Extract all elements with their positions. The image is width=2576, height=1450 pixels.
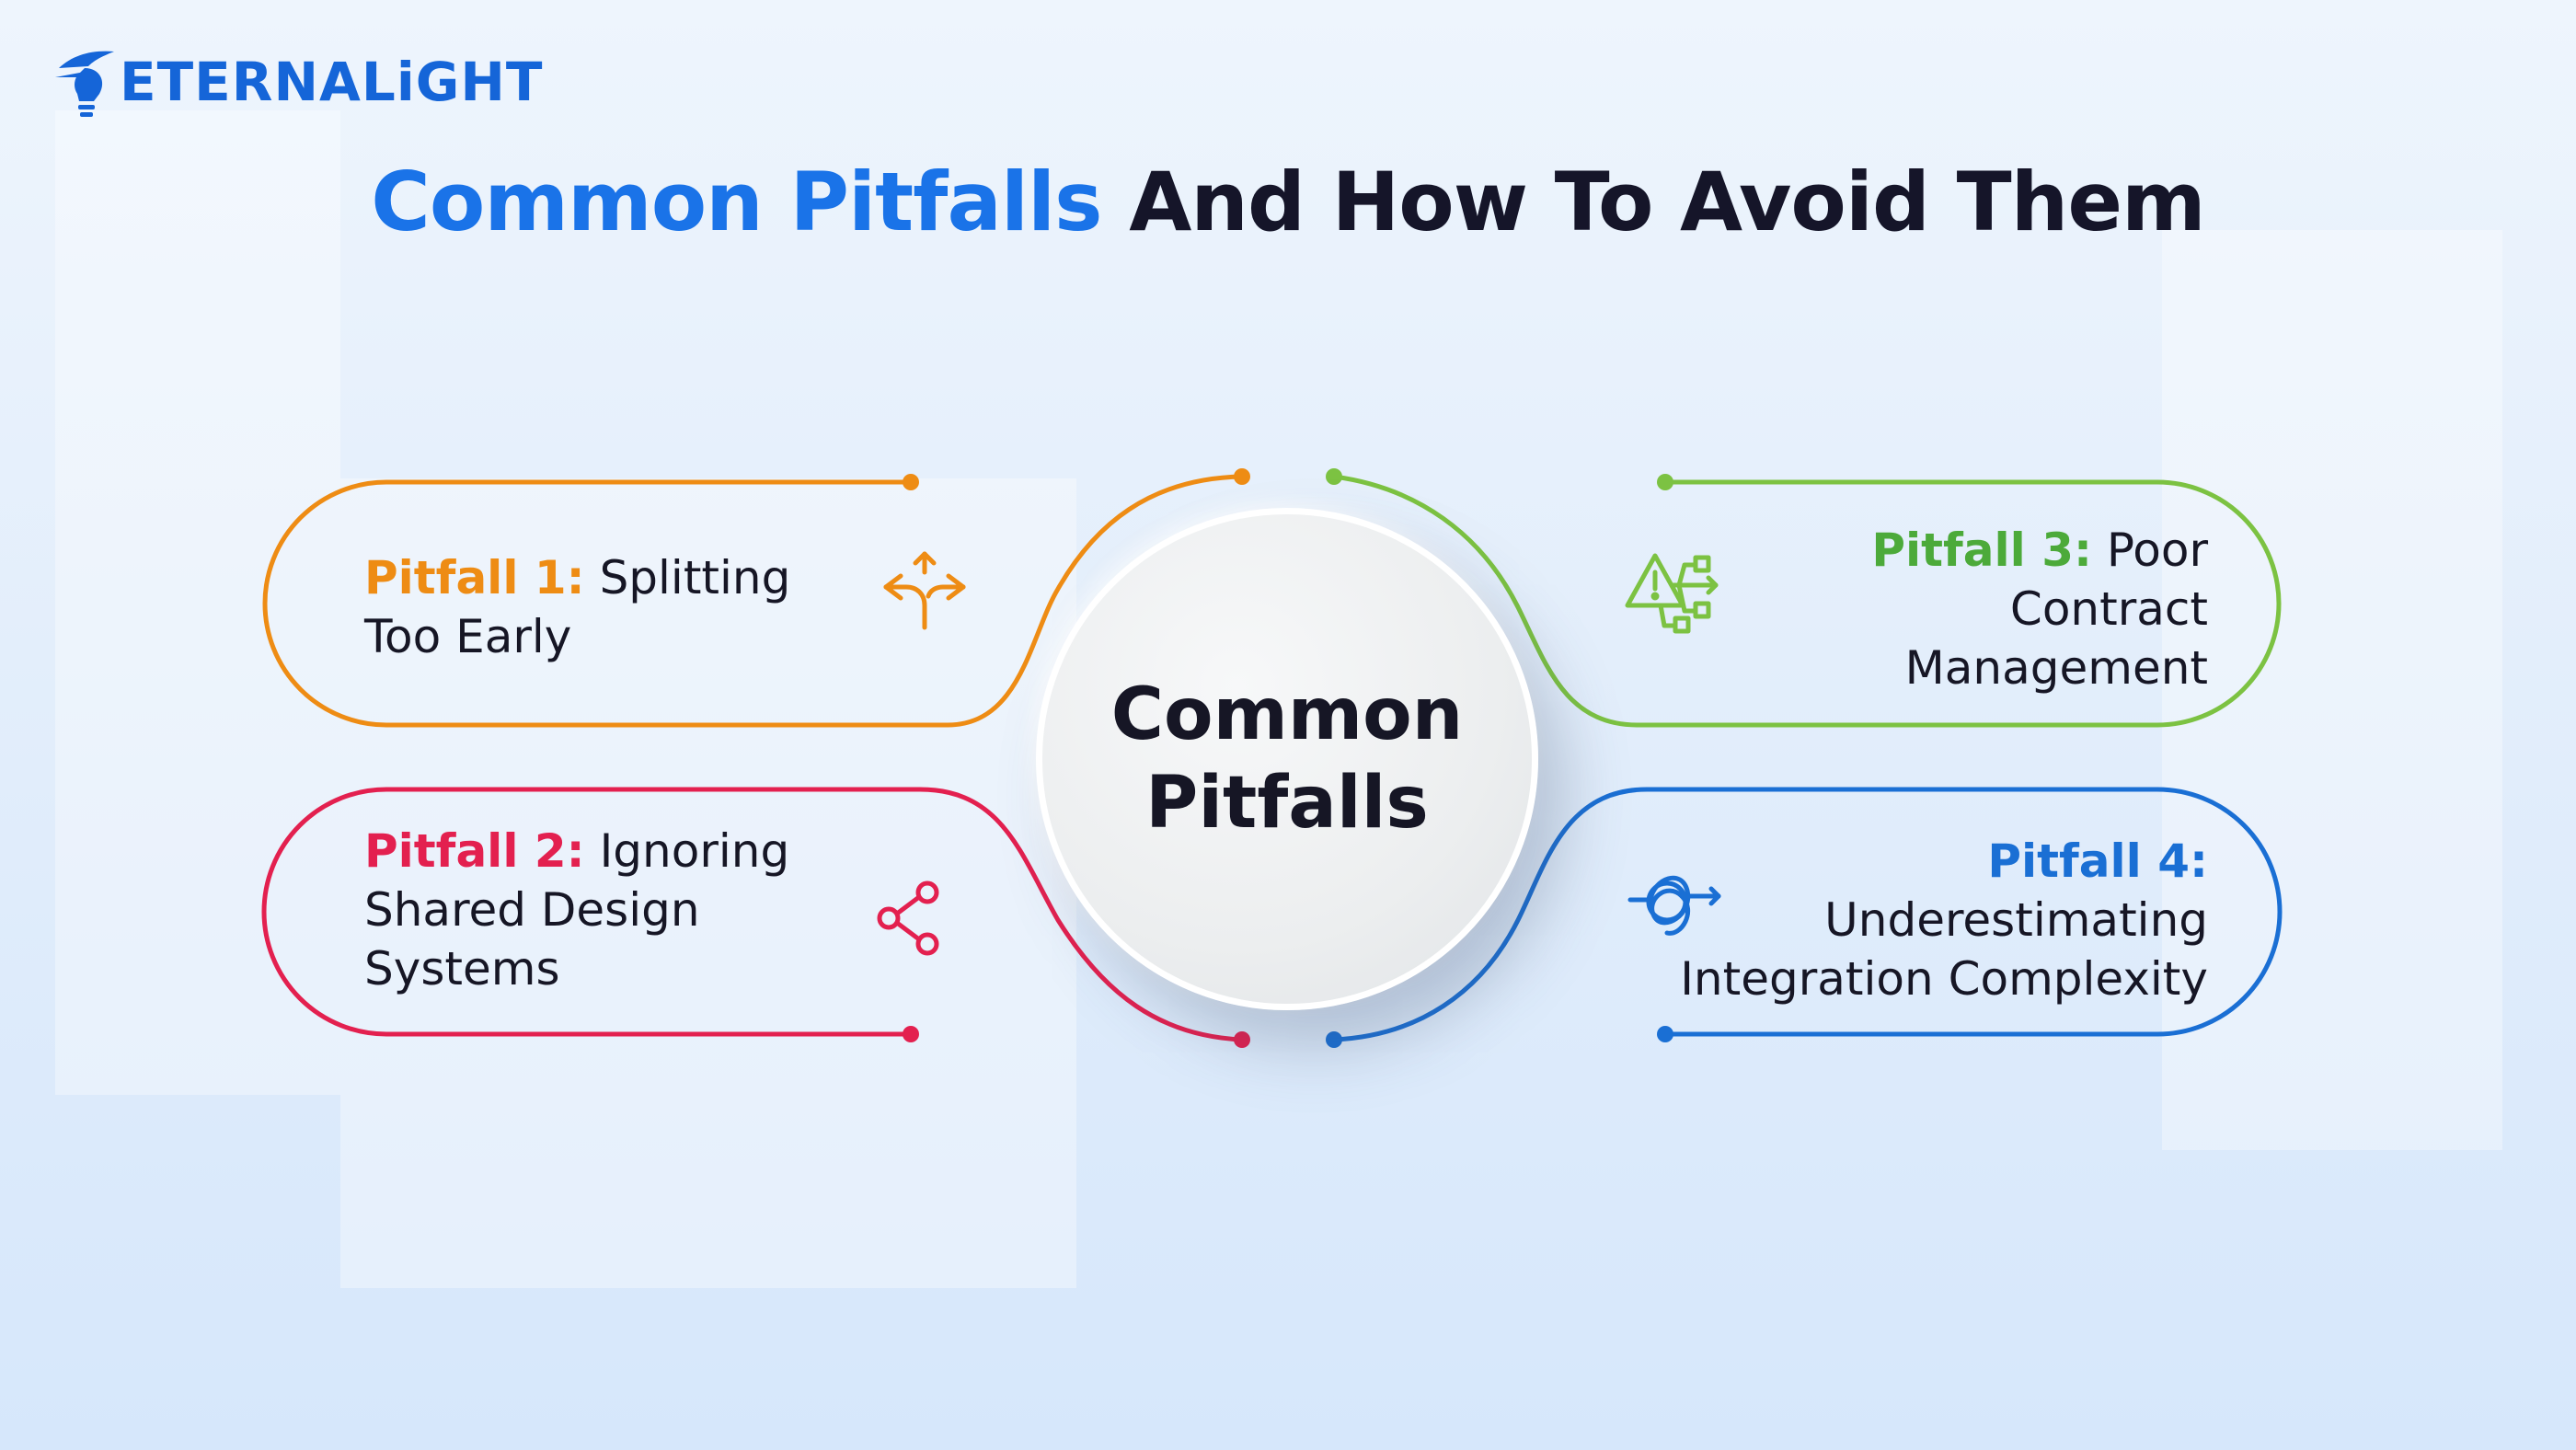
pitfall-1-text: Splitting Too Early bbox=[364, 551, 791, 663]
pitfall-4-end-dot bbox=[1657, 1026, 1673, 1042]
title-rest: And How To Avoid Them bbox=[1101, 155, 2206, 249]
pitfall-4-text: Underestimating Integration Complexity bbox=[1680, 893, 2208, 1006]
pitfall-2-end-dot bbox=[903, 1026, 919, 1042]
pitfall-3-outline bbox=[1333, 474, 2282, 728]
share-nodes-icon bbox=[877, 880, 939, 956]
background-panel bbox=[340, 478, 1076, 1288]
pitfall-1-hub-dot bbox=[1234, 468, 1250, 485]
pitfall-4-hub-dot bbox=[1326, 1031, 1342, 1048]
pitfall-3-end-dot bbox=[1657, 474, 1673, 490]
pitfall-2-label: Pitfall 2: bbox=[364, 824, 585, 878]
background-panel bbox=[2162, 230, 2502, 1150]
background-panel bbox=[55, 110, 340, 1095]
page-title: Common Pitfalls And How To Avoid Them bbox=[0, 155, 2576, 249]
pitfall-3-text: Poor Contract Management bbox=[1904, 524, 2208, 695]
pitfall-3-card: Pitfall 3: Poor Contract Management bbox=[1730, 521, 2208, 697]
pitfall-2-hub-dot bbox=[1234, 1031, 1250, 1048]
hub-label: Common Pitfalls bbox=[1110, 673, 1464, 845]
pitfall-4-outline bbox=[1333, 787, 2283, 1042]
warning-network-icon bbox=[1625, 553, 1719, 634]
title-accent: Common Pitfalls bbox=[371, 155, 1102, 249]
hub-circle: Common Pitfalls bbox=[1036, 508, 1538, 1010]
pitfall-3-label: Pitfall 3: bbox=[1871, 524, 2092, 577]
pitfall-4-label: Pitfall 4: bbox=[1987, 834, 2208, 888]
pitfall-2-text: Ignoring Shared Design Systems bbox=[364, 824, 790, 995]
brand-name: ETERNALiGHT bbox=[120, 51, 544, 113]
bulb-icon bbox=[55, 51, 114, 117]
split-arrows-icon bbox=[883, 551, 966, 630]
pitfall-2-card: Pitfall 2: Ignoring Shared Design System… bbox=[364, 822, 880, 998]
pitfall-3-hub-dot bbox=[1326, 468, 1342, 485]
pitfall-4-card: Pitfall 4: Underestimating Integration C… bbox=[1656, 832, 2208, 1008]
pitfall-1-card: Pitfall 1: Splitting Too Early bbox=[364, 548, 861, 666]
tangled-loop-icon bbox=[1627, 875, 1721, 936]
pitfall-2-outline bbox=[261, 787, 1243, 1042]
pitfall-1-label: Pitfall 1: bbox=[364, 551, 585, 604]
pitfall-1-outline bbox=[262, 474, 1243, 728]
pitfall-1-end-dot bbox=[903, 474, 919, 490]
brand-logo: ETERNALiGHT bbox=[50, 40, 543, 123]
